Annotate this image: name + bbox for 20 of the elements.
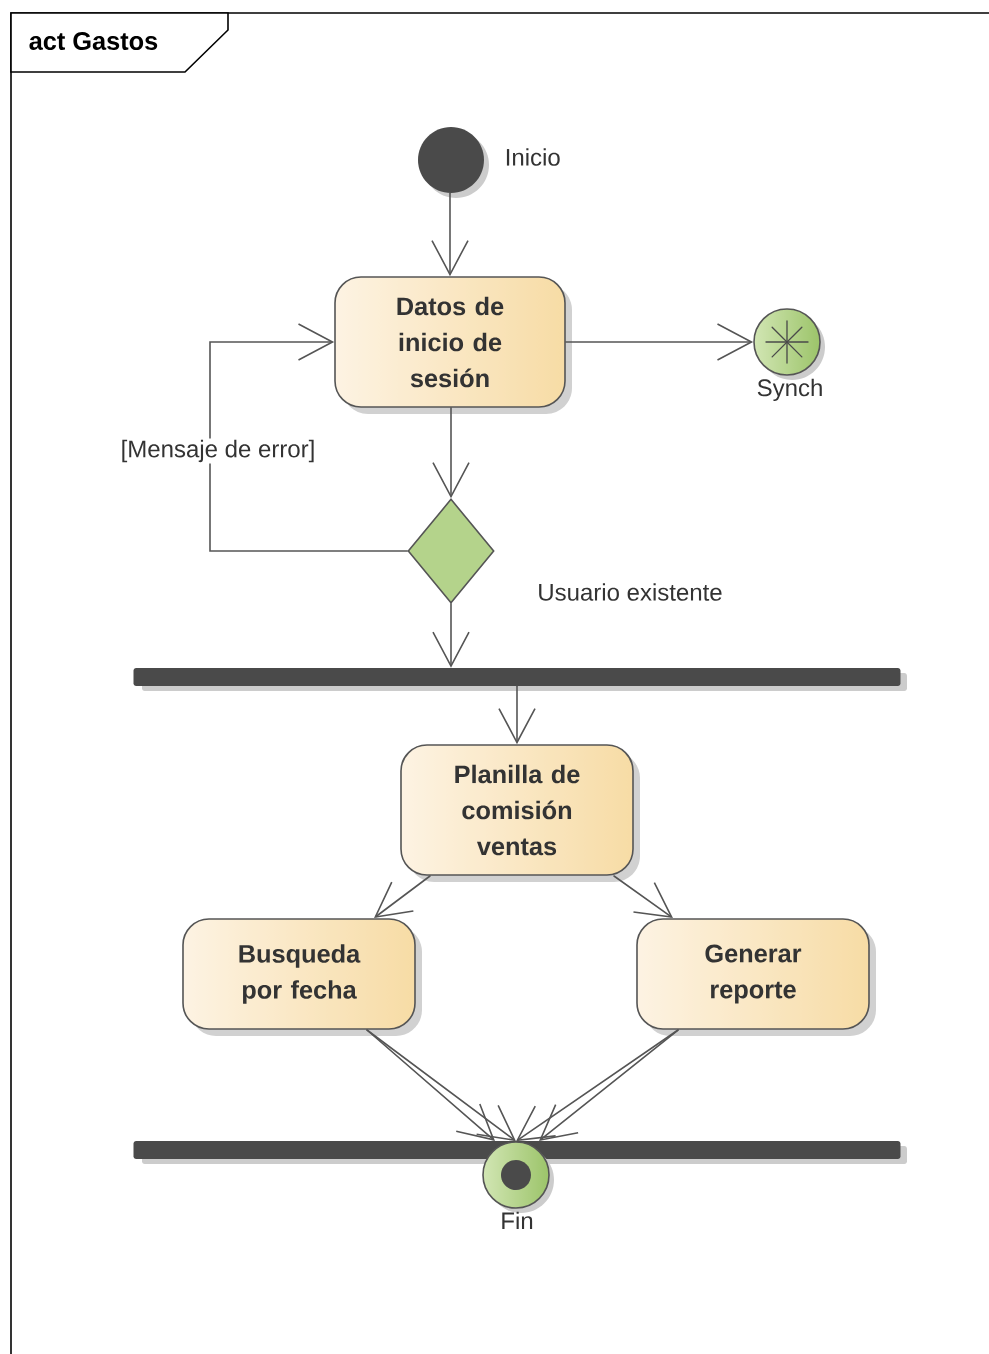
edge-label: Usuario existente (535, 581, 725, 603)
decision-diamond (407, 498, 495, 604)
start-node (418, 127, 489, 198)
arrow (431, 192, 469, 277)
sync-bar (133, 668, 907, 691)
arrow (432, 407, 470, 499)
action-box: Busqueda por fecha (182, 918, 422, 1036)
action-box: Generar reporte (636, 918, 876, 1036)
arrow (565, 323, 754, 361)
node-label: Inicio (506, 148, 560, 166)
sync-bar (133, 1141, 907, 1164)
arrow (209, 323, 408, 552)
frame-tab: act Gastos (10, 12, 229, 73)
final-node (482, 1141, 554, 1213)
edge-label: [Mensaje de error] (119, 438, 317, 464)
action-box: Planilla de comisión ventas (400, 744, 640, 882)
flow-final-node (753, 308, 825, 380)
node-label: Fin (502, 1211, 533, 1230)
node-label: Synch (757, 378, 822, 402)
action-box: Datos de inicio de sesión (334, 276, 572, 414)
